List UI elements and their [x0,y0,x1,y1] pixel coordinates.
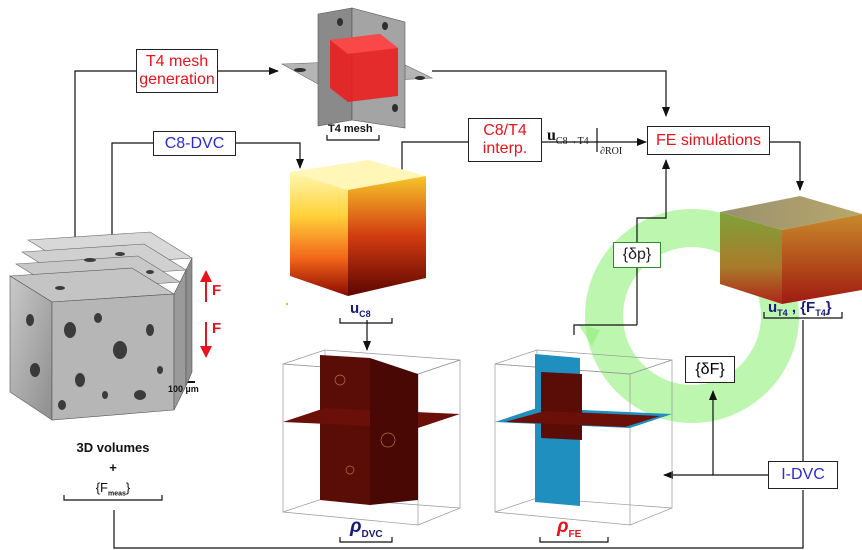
volumes-caption: 3D volumes + {Fmeas} [64,438,162,505]
force-up-label: F [212,282,221,299]
u-c8-t4-label: uC8→T4 [547,127,589,147]
u-c8-t4-main: u [547,127,556,144]
volumes-line2: + [109,460,117,475]
u-c8-main: u [350,300,360,317]
rho-dvc-main: ρ [350,516,362,537]
f-t4-close: } [825,299,832,316]
volumes-line1: 3D volumes [76,440,150,455]
rho-fe-image [494,349,673,526]
t4-mesh-text: T4 mesh [328,123,373,135]
volumes-line3-main: {F [95,480,109,495]
t4-mesh-generation-box[interactable]: T4 mesh generation [136,49,218,93]
force-up-text: F [212,282,222,299]
rho-fe-sub: FE [568,528,582,540]
rho-dvc-sub: DVC [361,528,383,540]
scale-bar-label: 100 µm [168,384,199,394]
u-c8-sub: C8 [359,309,371,319]
force-arrows [200,270,212,358]
t4-mesh-caption: T4 mesh [328,123,373,135]
u-t4-main: u [768,299,778,316]
f-t4-sub: T4 [815,308,826,318]
u-t4-f-t4-label: uT4 , {FT4} [768,299,832,318]
t4-mesh-generation-label: T4 mesh generation [139,53,215,88]
c8-dvc-box[interactable]: C8-DVC [153,131,236,156]
u-c8-t4-sub: C8→T4 [555,136,589,148]
delta-p-label: {δp} [622,246,652,263]
delta-f-box[interactable]: {δF} [685,356,735,383]
rho-dvc-label: ρDVC [350,516,383,540]
c8-t4-interp-box[interactable]: C8/T4 interp. [468,118,542,162]
connector-lines [63,67,843,549]
c8-displacement-cube [290,160,426,296]
delta-p-box[interactable]: {δp} [613,242,661,268]
roi-sub-text: ∂ROI [600,146,623,157]
scale-bar-text: 100 µm [168,384,199,394]
u-c8-label: uC8 [350,300,371,319]
rho-fe-label: ρFE [557,516,581,540]
artifact-dot [285,302,289,306]
rho-dvc-image [282,349,461,526]
delta-f-label: {δF} [695,360,725,378]
c8-dvc-label: C8-DVC [164,134,225,152]
force-down-label: F [212,320,221,337]
t4-mesh-image [280,7,434,129]
volume-stack-image [9,231,193,421]
roi-sub-label: ∂ROI [600,146,622,157]
f-t4-main: , {F [787,299,816,316]
volumes-line3-close: } [125,480,131,495]
iteration-loop [578,209,799,423]
c8-t4-interp-label: C8/T4 interp. [482,122,528,157]
rho-fe-main: ρ [557,516,569,537]
u-t4-sub: T4 [777,308,788,318]
force-down-text: F [212,320,222,337]
fe-displacement-cube [720,196,862,304]
volumes-line3: {Fmeas} [64,478,162,505]
fe-simulations-label: FE simulations [656,131,761,149]
i-dvc-box[interactable]: I-DVC [768,461,838,489]
i-dvc-label: I-DVC [781,466,825,483]
volumes-line3-sub: meas [108,490,126,498]
fe-simulations-box[interactable]: FE simulations [647,126,770,155]
